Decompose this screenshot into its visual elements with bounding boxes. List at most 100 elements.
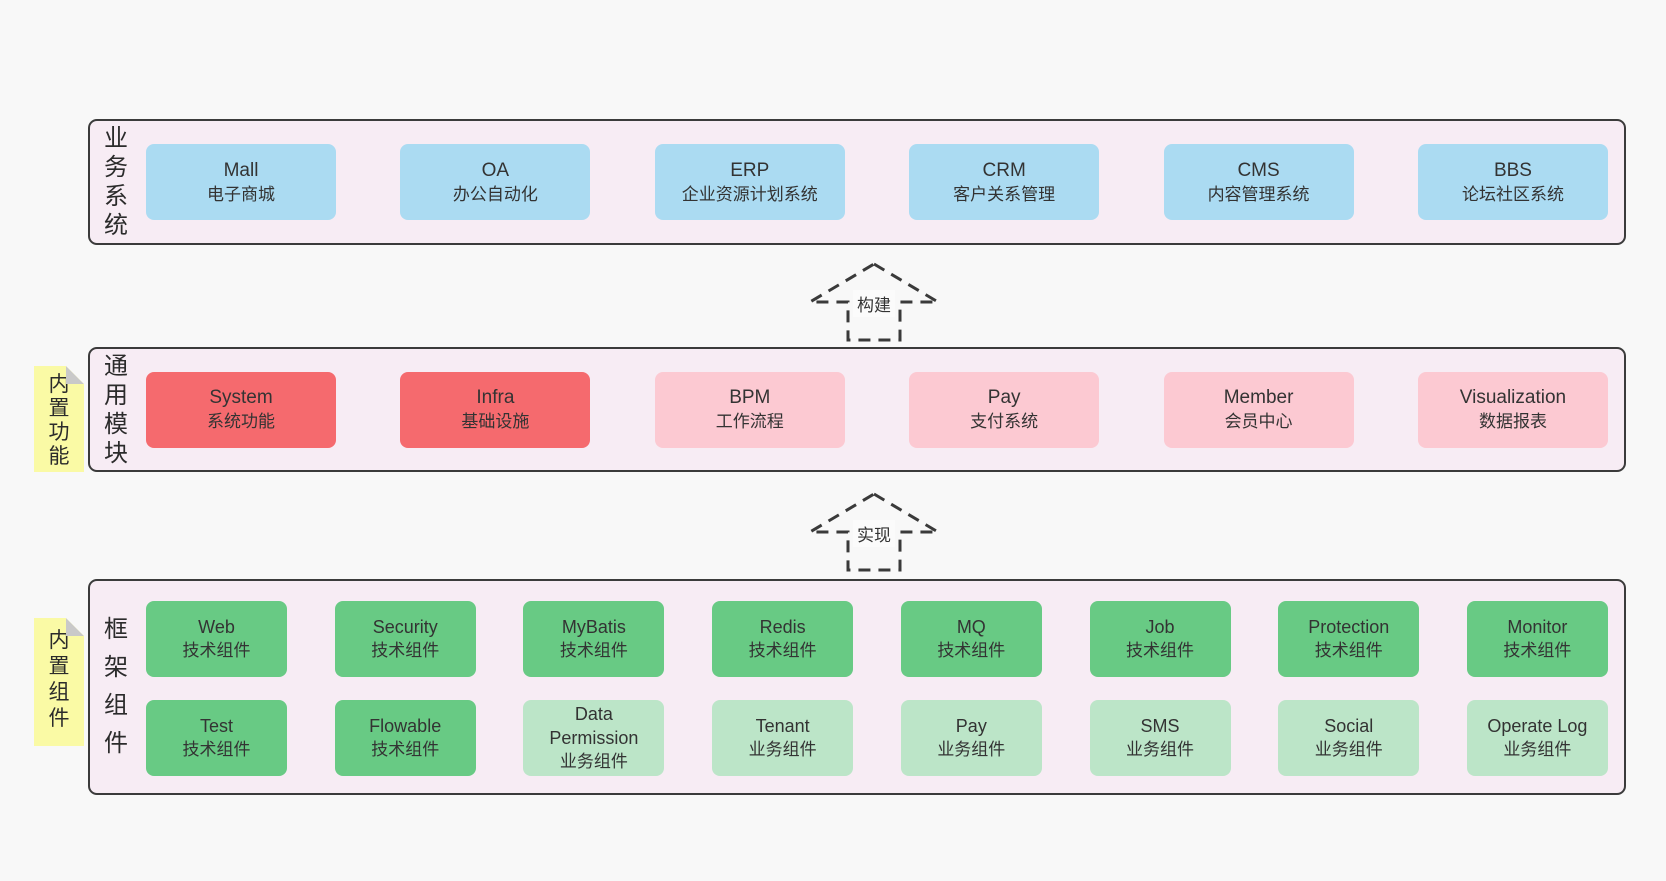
arrow-label: 实现 <box>853 520 895 547</box>
sticky-note-builtin-features: 内置功能 <box>34 366 84 472</box>
box-pay: Pay 支付系统 <box>909 371 1100 448</box>
box-infra: Infra 基础设施 <box>400 371 591 448</box>
box-title: BBS <box>1493 159 1532 181</box>
box-subtitle: 办公自动化 <box>452 184 538 204</box>
box-subtitle: 业务组件 <box>748 740 817 759</box>
box-title: ERP <box>730 159 770 181</box>
box-title: SMS <box>1140 716 1180 736</box>
box-title: Member <box>1223 387 1294 408</box>
box-subtitle: 支付系统 <box>970 412 1039 431</box>
box-title: Pay <box>987 387 1021 408</box>
box-security: Security 技术组件 <box>334 601 476 677</box>
sticky-note-builtin-components: 内置组件 <box>34 618 84 746</box>
layer-label: 业务系统 <box>104 125 128 239</box>
box-title: Pay <box>955 716 987 736</box>
box-subtitle: 技术组件 <box>1503 641 1572 660</box>
box-bbs: BBS 论坛社区系统 <box>1417 144 1608 220</box>
box-title: Operate Log <box>1487 716 1588 736</box>
sticky-label: 内置功能 <box>48 373 70 468</box>
box-subtitle: 业务组件 <box>559 752 628 771</box>
box-cms: CMS 内容管理系统 <box>1163 144 1354 220</box>
box-data-permission: Data Permission 业务组件 <box>523 700 665 776</box>
folded-corner-icon <box>66 618 84 636</box>
box-title: CMS <box>1237 159 1280 181</box>
box-mybatis: MyBatis 技术组件 <box>523 601 665 677</box>
sticky-label: 内置组件 <box>48 629 70 730</box>
box-title: Mall <box>223 159 259 181</box>
box-title: Flowable <box>369 716 442 736</box>
box-title: Redis <box>759 617 806 637</box>
arrow-label: 构建 <box>853 290 895 317</box>
box-title: Infra <box>476 387 515 408</box>
box-mq: MQ 技术组件 <box>900 601 1042 677</box>
box-redis: Redis 技术组件 <box>712 601 854 677</box>
box-title: Web <box>198 617 235 637</box>
block-arrow-up-icon <box>808 492 940 572</box>
box-subtitle: 技术组件 <box>559 641 628 660</box>
box-job: Job 技术组件 <box>1089 601 1231 677</box>
box-web: Web 技术组件 <box>146 601 287 677</box>
box-title: MQ <box>956 617 986 637</box>
box-visualization: Visualization 数据报表 <box>1417 371 1608 448</box>
box-title: System <box>209 387 273 408</box>
box-pay: Pay 业务组件 <box>900 700 1042 776</box>
box-subtitle: 技术组件 <box>1126 641 1195 660</box>
box-mall: Mall 电子商城 <box>146 144 336 220</box>
box-subtitle: 论坛社区系统 <box>1461 184 1564 204</box>
box-title: Protection <box>1308 617 1390 637</box>
layer-label: 框架组件 <box>104 616 128 757</box>
box-subtitle: 工作流程 <box>715 412 784 431</box>
box-subtitle: 技术组件 <box>182 740 251 759</box>
box-title: Test <box>199 716 233 736</box>
box-subtitle: 电子商城 <box>207 184 275 204</box>
box-bpm: BPM 工作流程 <box>654 371 845 448</box>
box-subtitle: 数据报表 <box>1478 412 1547 431</box>
folded-corner-icon <box>66 366 84 384</box>
box-subtitle: 内容管理系统 <box>1207 184 1310 204</box>
box-member: Member 会员中心 <box>1163 371 1354 448</box>
box-subtitle: 业务组件 <box>1126 740 1195 759</box>
box-subtitle: 技术组件 <box>937 641 1006 660</box>
box-title: Security <box>372 617 438 637</box>
box-subtitle: 企业资源计划系统 <box>681 184 818 204</box>
box-subtitle: 技术组件 <box>371 641 440 660</box>
layer-label: 通用模块 <box>104 352 128 467</box>
box-subtitle: 技术组件 <box>182 641 251 660</box>
box-title: OA <box>481 159 510 181</box>
box-title: Data Permission <box>549 704 639 748</box>
box-sms: SMS 业务组件 <box>1089 700 1231 776</box>
box-tenant: Tenant 业务组件 <box>712 700 854 776</box>
arrow-build-up: 构建 <box>808 262 940 342</box>
box-title: Job <box>1145 617 1175 637</box>
box-title: Tenant <box>755 716 810 736</box>
box-protection: Protection 技术组件 <box>1278 601 1420 677</box>
box-title: CRM <box>982 159 1026 181</box>
box-erp: ERP 企业资源计划系统 <box>654 144 845 220</box>
box-title: Social <box>1324 716 1374 736</box>
box-oa: OA 办公自动化 <box>400 144 591 220</box>
block-arrow-up-icon <box>808 262 940 342</box>
box-title: BPM <box>729 387 771 408</box>
box-subtitle: 会员中心 <box>1224 412 1293 431</box>
box-subtitle: 技术组件 <box>748 641 817 660</box>
box-title: MyBatis <box>561 617 626 637</box>
box-subtitle: 技术组件 <box>1314 641 1383 660</box>
box-subtitle: 业务组件 <box>937 740 1006 759</box>
arrow-implement-up: 实现 <box>808 492 940 572</box>
box-subtitle: 基础设施 <box>461 412 530 431</box>
box-test: Test 技术组件 <box>146 700 287 776</box>
box-title: Visualization <box>1459 387 1567 408</box>
